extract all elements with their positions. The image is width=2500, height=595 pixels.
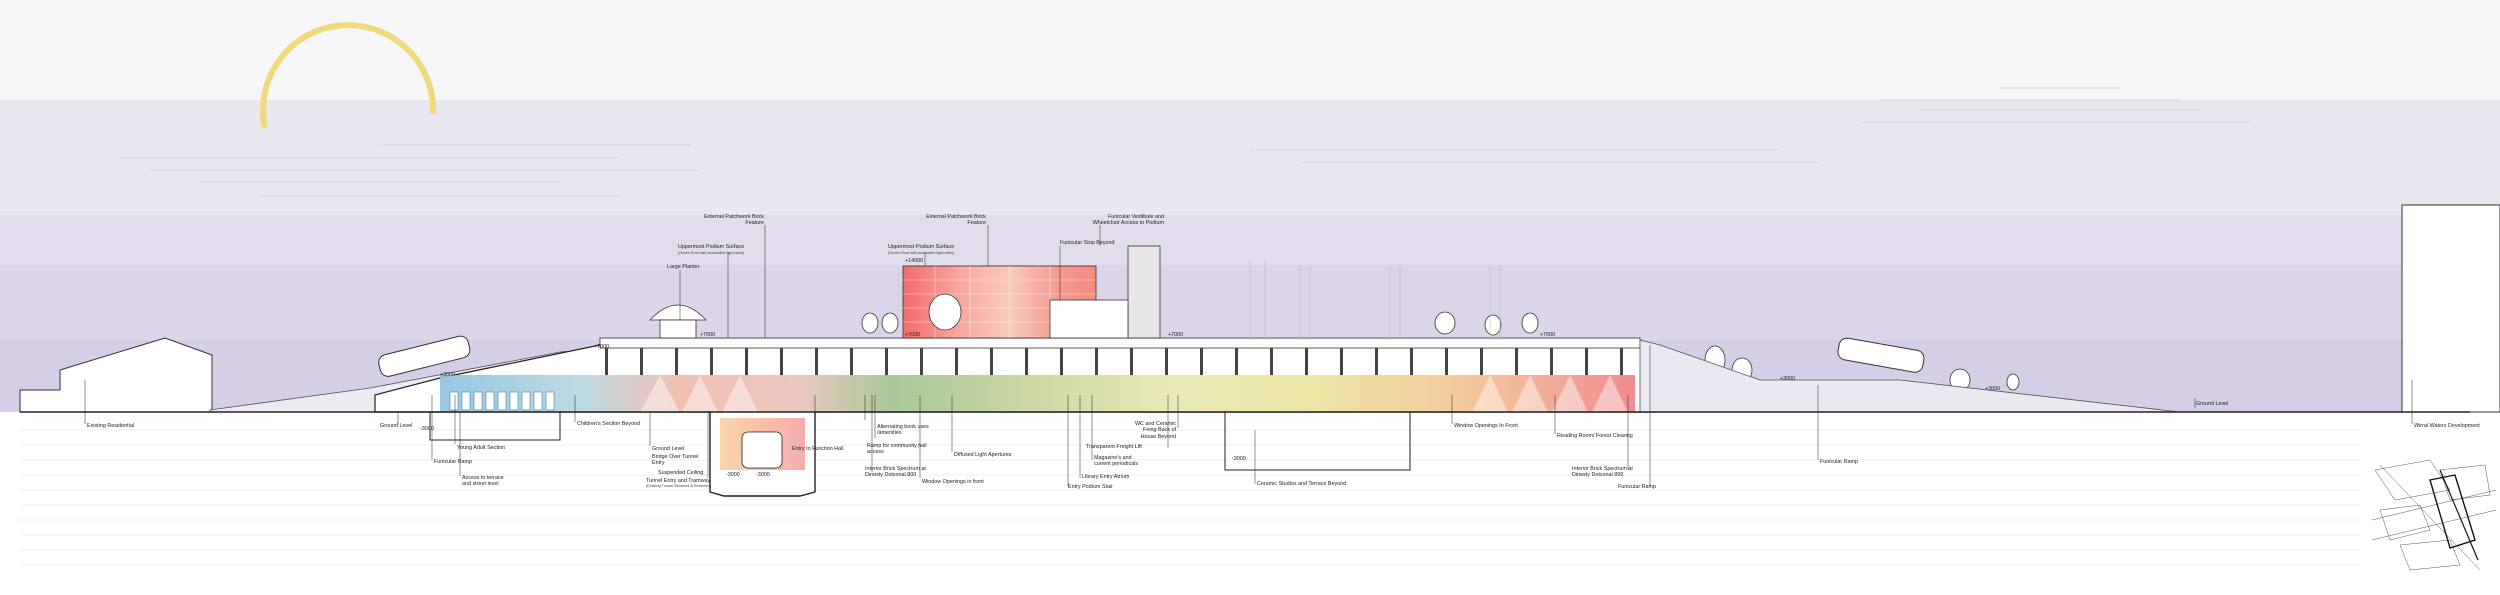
wirral-waters-building (2401, 204, 2500, 413)
sun-icon (260, 22, 437, 129)
light-wells (640, 375, 1628, 412)
funicular-car-left (378, 335, 471, 377)
bookshelves-left (449, 391, 555, 411)
cloud-lines (120, 87, 2250, 197)
funicular-vestibule-tower (1127, 245, 1161, 339)
ground-hatch (20, 429, 2360, 566)
background-poles (1249, 260, 1501, 340)
large-planter (649, 304, 707, 321)
lower-level-ceramic (1224, 412, 1411, 471)
library-spectrum-band (440, 375, 1635, 412)
funicular-car-right (1837, 337, 1925, 373)
sky-top (0, 0, 2500, 100)
site-plan-inset (2368, 455, 2497, 575)
large-planter-base (659, 319, 697, 339)
entry-atrium-box (1049, 299, 1129, 339)
lower-level-left (429, 412, 561, 441)
roof-slab (599, 337, 1641, 349)
tram-icon (741, 431, 783, 469)
ground-plane (0, 412, 2500, 595)
existing-residential-building (19, 337, 213, 413)
roof-columns (605, 348, 1623, 375)
leader-lines (84, 225, 2413, 486)
sky-band-2 (0, 215, 2500, 265)
